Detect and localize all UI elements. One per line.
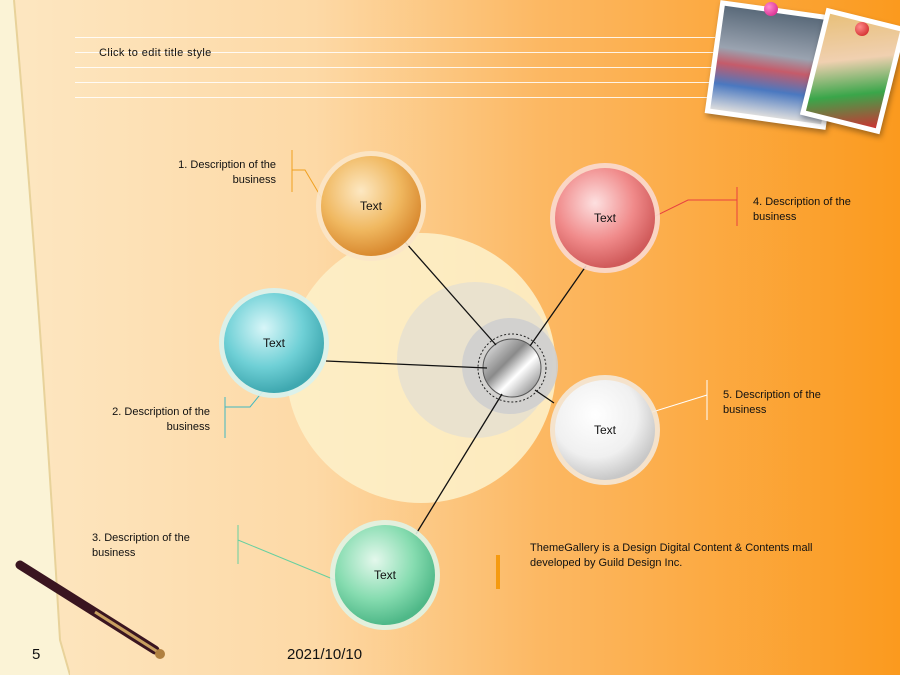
description-4[interactable]: 4. Description of the business xyxy=(753,196,851,223)
bubble-4[interactable] xyxy=(555,168,655,268)
bubble-2[interactable] xyxy=(224,293,324,393)
bubble-4-label[interactable]: Text xyxy=(593,211,616,225)
pink-pin-icon xyxy=(764,2,778,16)
pen-icon xyxy=(15,560,165,659)
bubble-5[interactable] xyxy=(555,380,655,480)
bubble-2-label[interactable]: Text xyxy=(262,336,285,350)
description-5[interactable]: 5. Description of the business xyxy=(723,389,821,416)
bubble-3-label[interactable]: Text xyxy=(373,568,396,582)
slide-title[interactable]: Click to edit title style xyxy=(99,47,212,59)
slide-date: 2021/10/10 xyxy=(287,646,363,663)
description-3[interactable]: 3. Description of the business xyxy=(92,532,190,559)
description-2[interactable]: 2. Description of the business xyxy=(112,406,210,433)
description-1[interactable]: 1. Description of the business xyxy=(178,159,276,186)
bubble-5-label[interactable]: Text xyxy=(593,423,616,437)
page-number: 5 xyxy=(32,646,41,663)
bubble-3[interactable] xyxy=(335,525,435,625)
hub-center[interactable] xyxy=(482,338,542,398)
hub-dashed-ring xyxy=(477,333,547,403)
bubble-1-label[interactable]: Text xyxy=(359,199,382,213)
gallery-note[interactable]: ThemeGallery is a Design Digital Content… xyxy=(530,542,813,569)
left-page-strip xyxy=(0,0,70,675)
bubble-1[interactable] xyxy=(321,156,421,256)
hub-connectors xyxy=(325,233,587,535)
red-pin-icon xyxy=(855,22,869,36)
note-accent-bar xyxy=(496,555,500,589)
